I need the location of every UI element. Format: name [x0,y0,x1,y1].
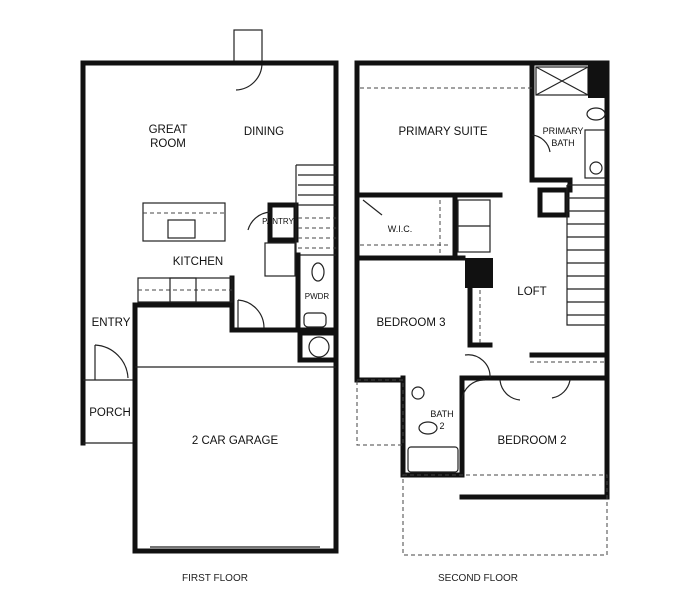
sink-icon [167,219,196,239]
kitchen-island [142,202,226,242]
bedroom3-closet-wall [467,285,493,348]
room-label-bedroom-3: BEDROOM 3 [376,317,445,329]
room-label-kitchen: KITCHEN [173,256,223,268]
room-label-wic: W.I.C. [388,224,413,234]
bath2-toilet-icon [418,421,438,435]
room-label-powder: PWDR [305,292,330,301]
room-label-primary-suite: PRIMARY SUITE [398,126,487,138]
toilet-icon [311,262,325,282]
room-label-bedroom-2: BEDROOM 2 [497,435,566,447]
rear-door-stoop [233,29,263,64]
room-label-pantry: PANTRY [262,217,294,226]
room-label-primary-bath-1: PRIMARY [543,126,584,136]
room-label-great-room-2: ROOM [150,138,186,150]
room-label-entry: ENTRY [92,317,131,329]
upper-stairs [566,184,606,326]
primary-toilet-icon [586,107,606,121]
room-label-bath-2-2: 2 [439,421,444,431]
entry-door-swing [94,344,129,380]
primary-vanity [584,129,606,179]
room-label-garage: 2 CAR GARAGE [192,435,279,447]
water-heater-closet [297,330,339,363]
room-label-primary-bath-2: BATH [551,138,574,148]
second-floor-plan: PRIMARY SUITE PRIMARY BATH W.I.C. LOFT B… [354,60,610,584]
first-floor-plan: GREAT ROOM DINING PANTRY KITCHEN PWDR EN… [80,29,339,584]
wic-wall [354,192,503,261]
bathtub-icon [407,446,459,473]
balcony-rear [402,474,608,556]
second-floor-caption: SECOND FLOOR [438,573,518,584]
stairs [295,164,336,256]
bath2-sink-icon [411,386,425,400]
laundry-wall [229,275,301,333]
room-label-loft: LOFT [517,286,546,298]
room-label-bath-2-1: BATH [430,409,453,419]
room-label-dining: DINING [244,126,284,138]
rear-door-swing [235,62,263,91]
room-label-great-room-1: GREAT [149,124,188,136]
room-label-porch: PORCH [89,407,131,419]
first-floor-caption: FIRST FLOOR [182,573,248,584]
water-heater-icon [308,336,330,358]
balcony-left [356,379,404,446]
powder-sink-icon [303,312,327,328]
range-icon [169,277,197,303]
refrigerator [264,242,296,277]
powder-wall [295,252,339,333]
